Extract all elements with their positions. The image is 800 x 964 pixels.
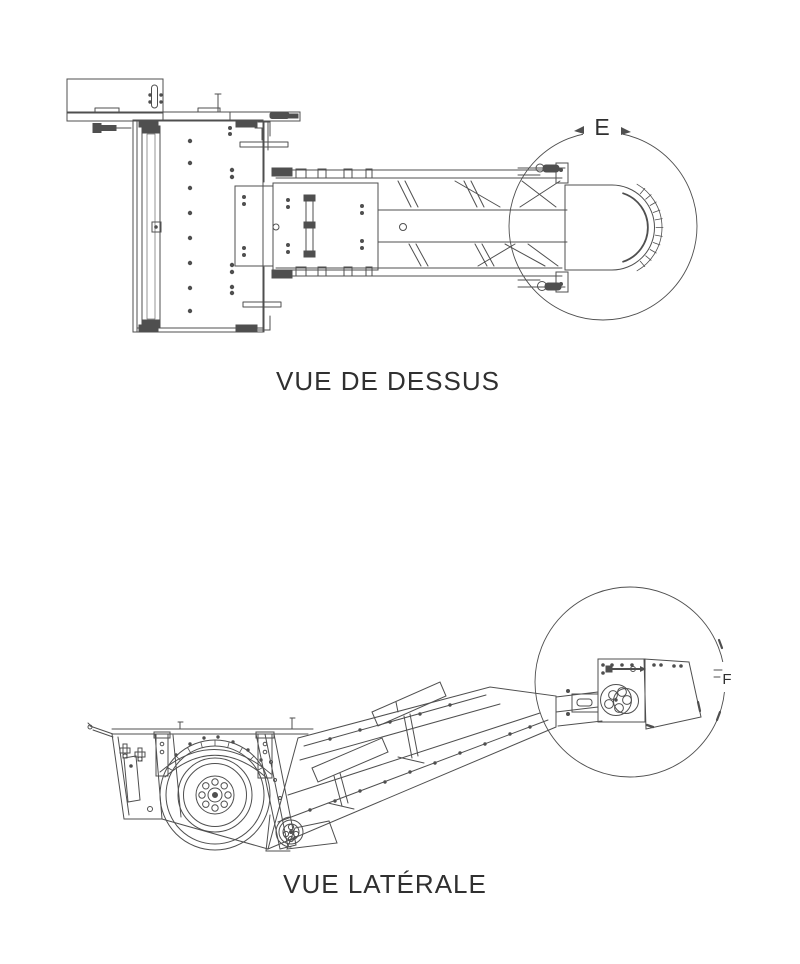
deflector-flap (643, 658, 702, 730)
crossbeam (66, 78, 301, 183)
conveyor-boom-top (271, 167, 568, 279)
detail-e-label: E (594, 114, 609, 140)
discharge-head-top (517, 162, 664, 293)
side-view-drawing: F (87, 586, 740, 852)
pivot-frame (234, 182, 379, 271)
tail-pulley (265, 814, 304, 852)
hitch-bolt (92, 123, 132, 133)
wheel (159, 739, 271, 851)
hopper-side (111, 717, 314, 850)
hopper-top (132, 119, 282, 333)
detail-circle-f: F (534, 586, 740, 778)
head-pulley (600, 684, 639, 716)
detail-e-arrow-right (621, 127, 631, 135)
detail-f-label: F (722, 671, 731, 688)
skid-plate (286, 820, 338, 850)
top-view-drawing: E (66, 78, 698, 333)
top-view-caption: VUE DE DESSUS (276, 366, 500, 396)
side-view-caption: VUE LATÉRALE (283, 869, 487, 899)
detail-e-arrow-left (574, 126, 584, 134)
conveyor-boom-side (267, 681, 603, 850)
discharge-head-side (566, 658, 702, 730)
detail-circle-e: E (508, 114, 698, 321)
